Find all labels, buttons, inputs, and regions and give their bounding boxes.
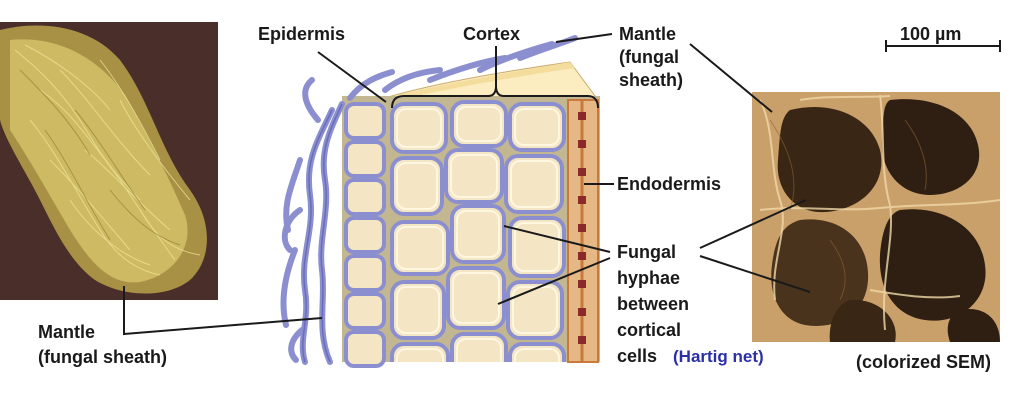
casparian-strip <box>578 168 586 176</box>
casparian-strip <box>578 280 586 288</box>
casparian-strip <box>578 308 586 316</box>
cortex-cell <box>508 216 566 278</box>
cortex-cell-highlight <box>396 162 438 210</box>
mantle-right-label-1: Mantle <box>619 24 677 44</box>
epidermis-cell <box>344 254 386 292</box>
cortex-cell-highlight <box>514 108 560 146</box>
epidermis-cell <box>344 292 386 330</box>
cortex-cell-highlight <box>450 154 498 198</box>
cortex-cell-highlight <box>396 226 444 270</box>
cortex-cell <box>450 332 508 362</box>
cortex-cell <box>390 280 446 340</box>
mantle-right-label-2: (fungal <box>619 47 679 67</box>
cortex-cell-highlight <box>456 210 500 258</box>
cortex-cell <box>444 148 504 204</box>
cortex-cell-highlight <box>514 222 560 272</box>
cortex-cell <box>508 102 566 152</box>
fungal-hyphae-label-3: between <box>617 294 690 314</box>
cortex-cell <box>390 220 450 276</box>
cortex-cell-highlight <box>396 286 440 334</box>
cortex-cell <box>504 154 564 214</box>
fungal-hyphae-label-2: hyphae <box>617 268 681 288</box>
cortex-cell <box>506 280 564 340</box>
scale-bar-label: 100 µm <box>900 24 962 44</box>
sem-cells <box>771 99 1000 342</box>
cortex-cell-highlight <box>456 338 502 362</box>
epidermis-cell <box>344 216 386 254</box>
casparian-strip <box>578 196 586 204</box>
cortex-cell <box>450 204 506 264</box>
mantle-left-label-2: (fungal sheath) <box>38 347 167 367</box>
leader-lines <box>123 33 811 336</box>
casparian-strips <box>578 112 586 344</box>
cortex-cell <box>390 102 448 154</box>
casparian-strip <box>578 224 586 232</box>
cortex-cell-highlight <box>452 272 500 324</box>
cortex-cell-highlight <box>514 348 560 362</box>
cortex-cell <box>450 100 508 148</box>
fungal-hyphae-label-5: cells <box>617 346 658 366</box>
epidermis-cell <box>344 178 386 216</box>
casparian-strip <box>578 336 586 344</box>
epidermis-cell <box>344 102 386 140</box>
fungal-hyphae-label-1: Fungal <box>617 242 676 262</box>
scale-bar <box>885 40 1001 52</box>
epidermis-cells <box>344 102 386 368</box>
sem-caption: (colorized SEM) <box>856 352 992 372</box>
mantle-right-label-3: sheath) <box>619 70 684 90</box>
fungal-hyphae-label-4: cortical <box>617 320 682 340</box>
cortex-cell-highlight <box>396 348 444 362</box>
casparian-strip <box>578 252 586 260</box>
cortex-cell-highlight <box>510 160 558 208</box>
casparian-strip <box>578 112 586 120</box>
cortex-cell <box>446 266 506 330</box>
casparian-strip <box>578 140 586 148</box>
cortex-label: Cortex <box>463 24 521 44</box>
cortex-cell <box>390 156 444 216</box>
cell-grid <box>390 100 566 362</box>
cortex-cell-highlight <box>512 286 558 334</box>
sem-photo <box>752 92 1000 342</box>
epidermis-label: Epidermis <box>258 24 346 44</box>
root-tip-photo <box>0 22 218 300</box>
fungal-sheath-texture <box>14 44 201 276</box>
cortex-cell-highlight <box>396 108 442 148</box>
cortex-cell-highlight <box>456 106 502 142</box>
endodermis-label: Endodermis <box>617 174 722 194</box>
epidermis-cell <box>344 140 386 178</box>
mantle-left-label-1: Mantle <box>38 322 96 342</box>
endodermis-layer <box>567 99 599 363</box>
epidermis-cell <box>344 330 386 368</box>
hartig-net-label: (Hartig net) <box>673 347 764 366</box>
